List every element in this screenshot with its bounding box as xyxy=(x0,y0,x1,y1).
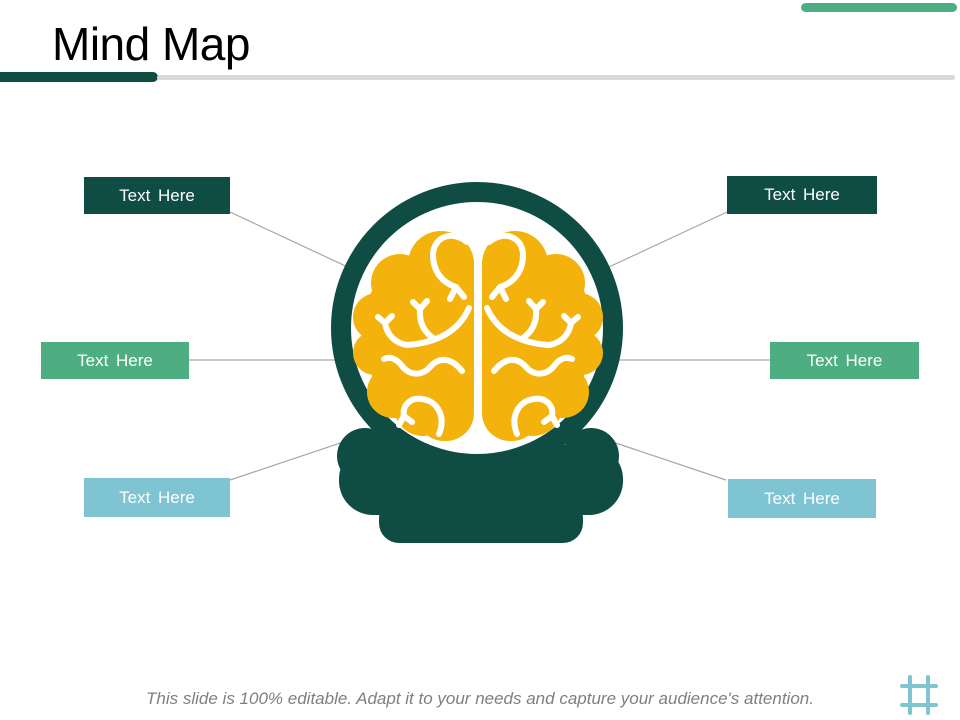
page-title[interactable]: Mind Map xyxy=(52,18,250,70)
node-label: Text Here xyxy=(119,487,195,507)
node-top-right[interactable]: Text Here xyxy=(727,176,877,214)
footer-note: This slide is 100% editable. Adapt it to… xyxy=(146,689,814,708)
title-accent-bar xyxy=(0,72,158,82)
node-label: Text Here xyxy=(77,350,153,370)
node-top-left[interactable]: Text Here xyxy=(84,177,230,214)
base-shape xyxy=(337,428,623,543)
node-middle-left[interactable]: Text Here xyxy=(41,342,189,379)
connector-lines xyxy=(189,211,770,481)
node-bottom-left[interactable]: Text Here xyxy=(84,478,230,517)
top-right-accent-bar xyxy=(801,3,957,12)
node-bottom-right[interactable]: Text Here xyxy=(728,479,876,518)
node-label: Text Here xyxy=(806,350,883,370)
node-label: Text Here xyxy=(764,185,840,204)
head-ring xyxy=(331,182,623,474)
node-label: Text Here xyxy=(119,185,195,205)
node-middle-right[interactable]: Text Here xyxy=(770,342,919,379)
title-underline xyxy=(157,75,955,80)
frame-icon xyxy=(900,675,938,715)
brain-icon xyxy=(353,231,603,441)
node-label: Text Here xyxy=(764,488,840,508)
